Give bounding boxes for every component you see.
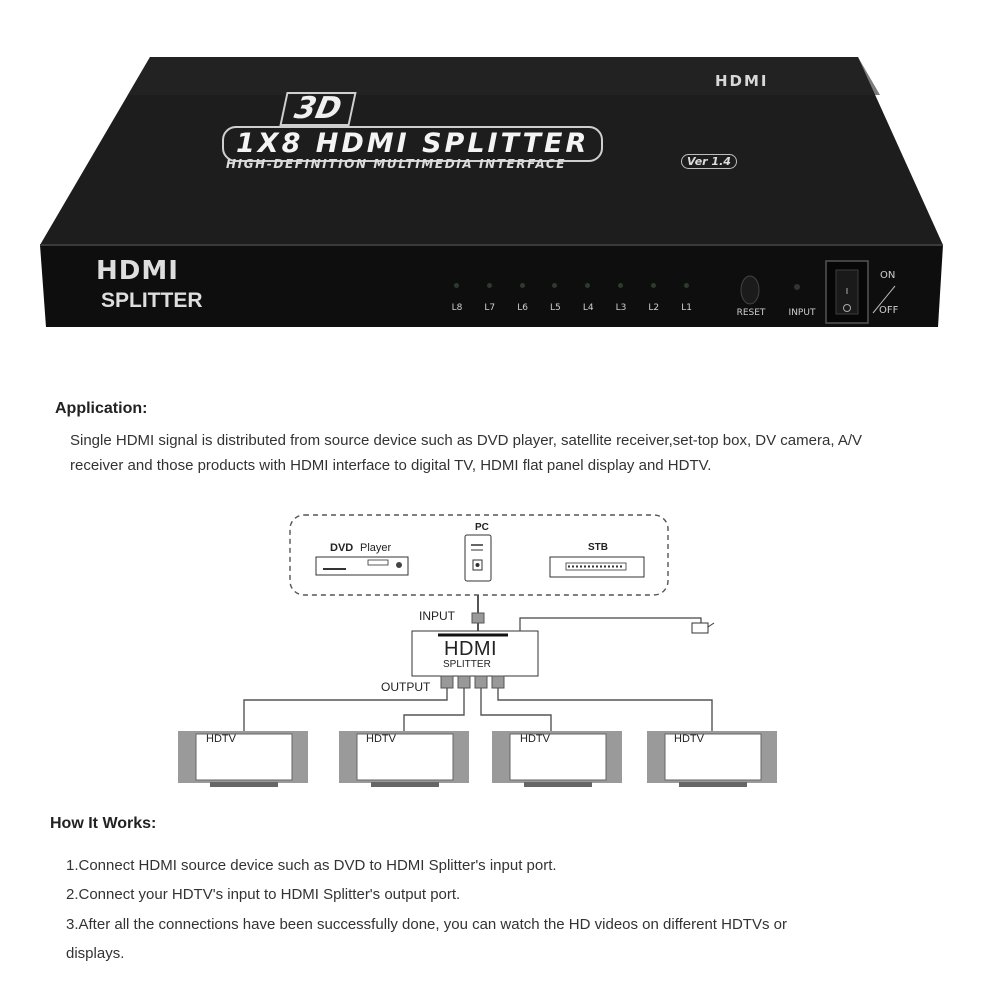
led-indicator-dot — [683, 283, 689, 288]
led-indicator-dot — [519, 283, 525, 288]
led-label: L8 — [451, 303, 463, 313]
led-label: L5 — [550, 303, 561, 313]
led-indicator-dot — [650, 283, 656, 288]
led-label: L7 — [484, 303, 496, 313]
hdtv-icon-3 — [492, 731, 622, 787]
application-heading: Application: — [55, 400, 148, 417]
pc-tower-icon — [464, 534, 492, 582]
led-label: L3 — [615, 303, 627, 313]
stb-label: STB — [588, 542, 608, 553]
step-1-text: 1.Connect HDMI source device such as DVD… — [66, 857, 557, 874]
led-label: L6 — [517, 303, 528, 313]
stb-icon — [549, 556, 645, 578]
hdtv-icon-1 — [178, 731, 308, 787]
logo-3d-text: 3D — [279, 91, 357, 126]
hdtv-icon-2 — [339, 731, 469, 787]
dvd-player-icon — [315, 556, 409, 576]
splitter-box-subtitle: SPLITTER — [443, 659, 491, 670]
hdtv-label-1: HDTV — [206, 733, 236, 745]
led-indicator-dot — [486, 283, 492, 288]
front-brand-logo: HDMI — [96, 256, 179, 286]
connection-diagram: DVD Player PC STB INPUT OUTPUT HDMI SPLI… — [0, 505, 1000, 805]
led-indicator-dot — [618, 283, 623, 288]
hdtv-icon-4 — [647, 731, 777, 787]
dvd-label: DVD — [330, 542, 354, 554]
led-label: L4 — [582, 303, 594, 313]
reset-label: RESET — [736, 308, 766, 318]
version-badge: Ver 1.4 — [681, 154, 737, 169]
led-label: L1 — [681, 303, 692, 313]
led-indicator-dot — [454, 283, 459, 288]
splitter-box-title: HDMI — [444, 638, 498, 660]
source-group-box — [289, 514, 669, 596]
front-brand-subtext: SPLITTER — [101, 289, 203, 312]
step-2-text: 2.Connect your HDTV's input to HDMI Spli… — [66, 886, 461, 903]
power-off-label: OFF — [879, 305, 899, 316]
led-label: L2 — [648, 303, 660, 313]
device-subtitle: HIGH-DEFINITION MULTIMEDIA INTERFACE — [226, 157, 567, 171]
device-body-shape — [40, 57, 943, 327]
input-port-label: INPUT — [419, 609, 455, 623]
device-photo: 3D 1X8 HDMI SPLITTER HIGH-DEFINITION MUL… — [0, 0, 1000, 345]
device-title: 1X8 HDMI SPLITTER — [222, 126, 604, 162]
hdtv-label-2: HDTV — [366, 733, 396, 745]
power-on-label: ON — [880, 270, 896, 281]
dvd-player-label: Player — [360, 542, 392, 554]
diagram-lines — [178, 514, 777, 787]
input-indicator-label: INPUT — [788, 308, 816, 318]
splitter-box — [411, 630, 539, 677]
output-port-label: OUTPUT — [381, 680, 431, 694]
step-3-text: 3.After all the connections have been su… — [66, 916, 787, 962]
led-indicator-dot — [585, 283, 591, 288]
application-text: Single HDMI signal is distributed from s… — [70, 432, 863, 474]
how-it-works-heading: How It Works: — [50, 815, 157, 832]
brand-logo-top: HDMI — [715, 72, 769, 90]
hdtv-label-4: HDTV — [674, 733, 704, 745]
hdtv-label-3: HDTV — [520, 733, 550, 745]
led-indicator-dot — [552, 283, 558, 288]
pc-label: PC — [475, 522, 489, 533]
